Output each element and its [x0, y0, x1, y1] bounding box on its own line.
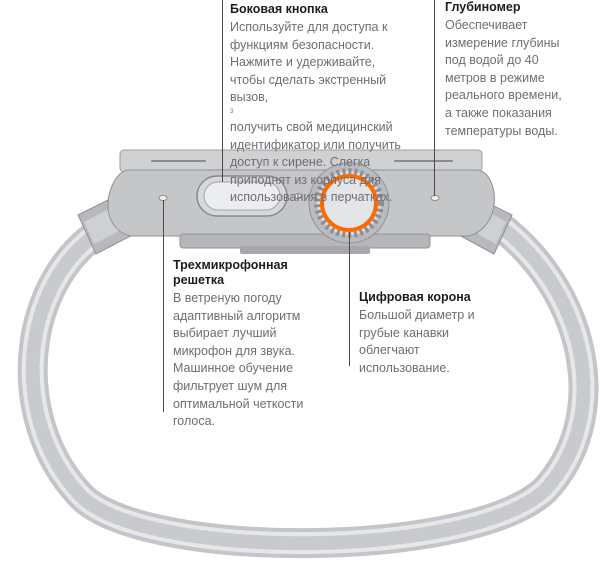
text-line: использование. [359, 360, 450, 375]
text-line: реального времени, [445, 88, 562, 103]
text-line: вызов, [230, 90, 269, 105]
leader-depth-gauge [434, 0, 435, 196]
title-line: Трехмикрофонная [173, 258, 288, 272]
speaker-hole [294, 193, 302, 199]
crown-face [323, 177, 375, 229]
depth-gauge-title: Глубиномер [445, 0, 521, 14]
text-line: грубые канавки [359, 325, 449, 340]
callout-mic-array: Трехмикрофонная решетка В ветреную погод… [173, 258, 343, 431]
band [17, 215, 599, 559]
band-weave [25, 223, 591, 551]
text-line: Обеспечивает [445, 18, 528, 32]
crown-orange-ring [320, 174, 378, 232]
crown-text: Большой диаметр и грубые канавки облегча… [359, 307, 519, 377]
text-line: чтобы сделать экстренный [230, 72, 387, 87]
text-line: выбирает лучший [173, 326, 277, 341]
text-line: под водой до 40 [445, 53, 539, 68]
text-line: идентификатор или получить [230, 137, 401, 152]
text-line: оптимальной четкости [173, 396, 304, 411]
leader-crown [349, 232, 350, 366]
text-line: Большой диаметр и [359, 308, 475, 322]
text-line: получить свой медицинский [230, 119, 393, 134]
side-button-title: Боковая кнопка [230, 2, 328, 16]
callout-depth-gauge: Глубиномер Обеспечивает измерение глубин… [445, 0, 595, 140]
text-line: Используйте для доступа к [230, 20, 388, 34]
case-bottom-rail [179, 233, 431, 249]
side-button-text: Используйте для доступа к функциям безоп… [230, 19, 415, 107]
text-line: В ветреную погоду [173, 291, 282, 305]
text-line: доступ к сирене. Слегка [230, 155, 371, 170]
title-line: решетка [173, 273, 225, 287]
callout-digital-crown: Цифровая корона Большой диаметр и грубые… [359, 290, 519, 377]
depth-gauge-hole [430, 195, 440, 201]
mic-title: Трехмикрофонная решетка [173, 258, 343, 288]
crown-title: Цифровая корона [359, 290, 471, 304]
text-line: а также показания [445, 105, 552, 120]
text-line: Машинное обучение [173, 361, 294, 376]
text-line: облегчают [359, 343, 420, 358]
text-line: фильтрует шум для [173, 378, 288, 393]
side-button-inner [203, 181, 281, 211]
case-sensor-base [240, 246, 370, 254]
text-line: голоса. [173, 414, 216, 429]
text-line: температуры воды. [445, 123, 558, 138]
text-line: измерение глубины [445, 35, 560, 50]
leader-mic [163, 200, 164, 412]
digital-crown [308, 162, 390, 244]
depth-gauge-text: Обеспечивает измерение глубины под водой… [445, 17, 595, 140]
side-button [196, 175, 288, 217]
callout-side-button: Боковая кнопка Используйте для доступа к… [230, 2, 415, 207]
text-line: микрофон для звука. [173, 343, 295, 358]
text-line: функциям безопасности. [230, 37, 375, 52]
text-line: использования в перчатках. [230, 190, 393, 205]
text-line: Нажмите и удерживайте, [230, 55, 376, 70]
footnote-marker: 3 [230, 108, 234, 115]
text-line: приподнят из корпуса для [230, 172, 381, 187]
mic-text: В ветреную погоду адаптивный алгоритм вы… [173, 290, 343, 431]
text-line: адаптивный алгоритм [173, 308, 301, 323]
side-button-text-cont: получить свой медицинский идентификатор … [230, 119, 415, 207]
text-line: метров в режиме [445, 70, 545, 85]
leader-side-button [222, 0, 223, 182]
